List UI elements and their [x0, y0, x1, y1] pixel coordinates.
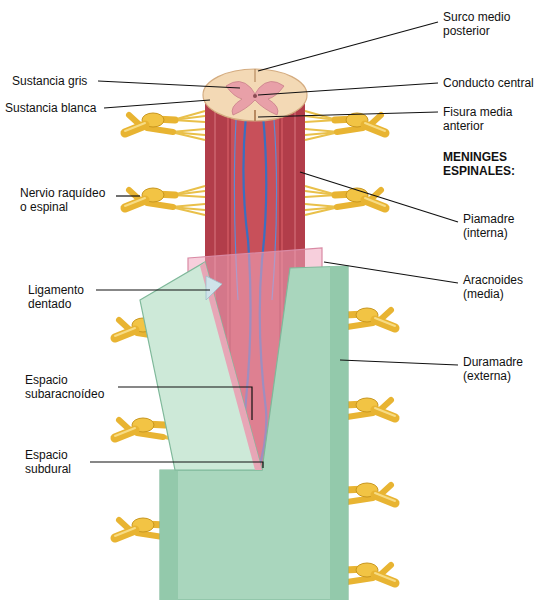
part-label: Piamadre (interna) [463, 212, 543, 240]
part-label: Duramadre (externa) [463, 355, 543, 383]
part-label: Sustancia gris [12, 74, 96, 88]
part-label: Nervio raquídeo o espinal [20, 186, 115, 214]
part-label: Espacio subaracnoídeo [25, 373, 117, 401]
part-label: Sustancia blanca [5, 101, 103, 115]
part-label: Surco medio posterior [443, 10, 531, 38]
part-label: Fisura media anterior [443, 105, 533, 133]
part-label: Espacio subdural [25, 448, 87, 476]
part-label: Conducto central [443, 76, 543, 90]
section-heading: MENINGES ESPINALES: [443, 150, 543, 178]
part-label: Aracnoides (media) [463, 273, 543, 301]
part-label: Ligamento dentado [28, 283, 103, 311]
